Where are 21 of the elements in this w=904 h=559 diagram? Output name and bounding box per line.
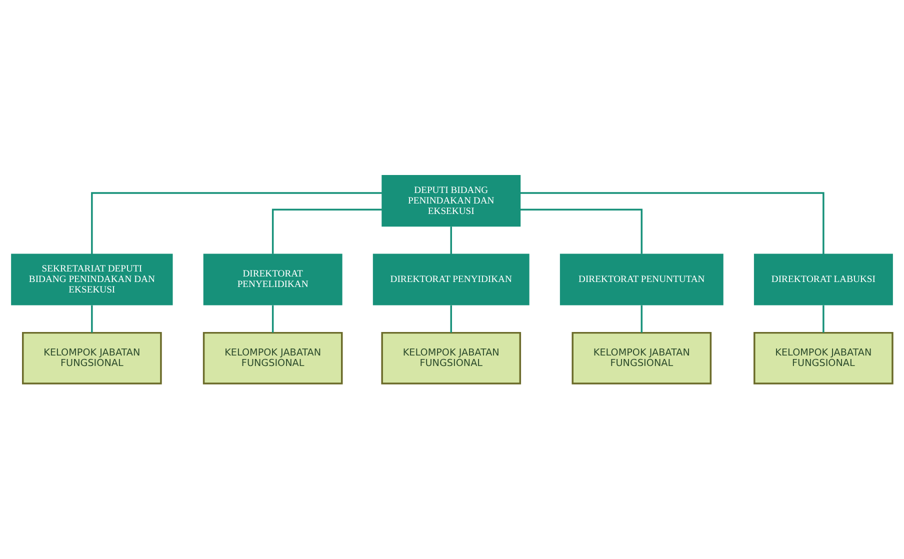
connector [272,305,274,333]
node-box: DIREKTORAT PENUNTUTAN [560,254,724,306]
node-box: KELOMPOK JABATAN FUNGSIONAL [202,332,343,384]
connector [520,192,824,254]
node-box: SEKRETARIAT DEPUTI BIDANG PENINDAKAN DAN EKSEKUSI [11,254,173,306]
connector [640,305,643,333]
connector [450,305,452,333]
node-box: DIREKTORAT PENYIDIKAN [372,254,530,306]
connector [91,305,93,333]
node-box: KELOMPOK JABATAN FUNGSIONAL [754,332,894,384]
node-box: DEPUTI BIDANG PENINDAKAN DAN EKSEKUSI [382,175,521,227]
node-box: KELOMPOK JABATAN FUNGSIONAL [572,332,712,384]
node-box: KELOMPOK JABATAN FUNGSIONAL [381,332,522,384]
connector [822,305,824,333]
connector [272,208,382,254]
connector [520,208,643,254]
node-box: DIREKTORAT PENYELIDIKAN [203,254,342,306]
connector [91,192,382,254]
node-box: KELOMPOK JABATAN FUNGSIONAL [22,332,162,384]
connector [450,226,452,254]
node-box: DIREKTORAT LABUKSI [754,254,893,306]
